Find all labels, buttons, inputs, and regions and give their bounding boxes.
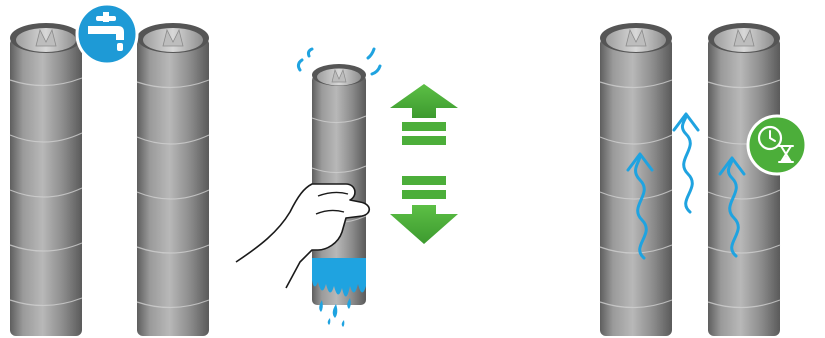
tube-4-right xyxy=(708,23,780,336)
wavy-arrow-center xyxy=(674,114,698,212)
tube-1-left xyxy=(10,23,82,336)
tube-3-left xyxy=(600,23,672,336)
arrow-up-icon xyxy=(390,84,458,145)
arrow-down-icon xyxy=(390,176,458,244)
timer-hourglass-icon xyxy=(748,116,806,174)
step-3-group xyxy=(600,23,806,336)
step-2-group xyxy=(236,49,458,327)
water-tap-icon xyxy=(77,4,137,64)
step-1-group xyxy=(10,4,209,336)
tube-2-left xyxy=(137,23,209,336)
